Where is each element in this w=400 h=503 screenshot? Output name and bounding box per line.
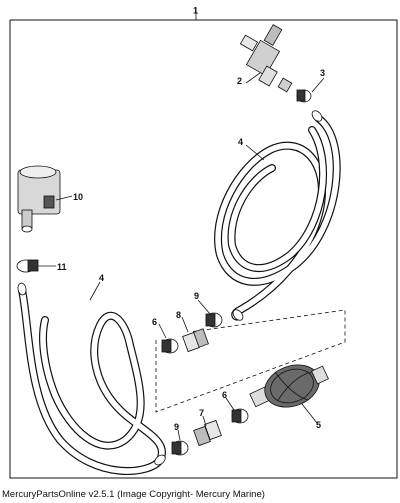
- fuel-connector-part: [239, 24, 293, 93]
- hose-clamp-part-3: [296, 89, 312, 103]
- callout-4-lower: 4: [99, 273, 104, 283]
- copyright-footer: MercuryPartsOnline v2.5.1 (Image Copyrig…: [2, 489, 265, 500]
- hose-clamp-part-9-lower: [171, 440, 189, 456]
- assembly-frame: [9, 8, 398, 479]
- callout-6-lower: 6: [222, 390, 227, 400]
- leader-lines: [38, 72, 325, 441]
- hose-clamp-part-6-lower: [231, 408, 249, 424]
- fuel-hose-upper: [214, 110, 341, 321]
- callout-9-lower: 9: [174, 422, 179, 432]
- callout-6-upper: 6: [152, 317, 157, 327]
- callout-1: 1: [193, 5, 198, 15]
- fitting-part-8: [182, 328, 209, 353]
- primer-bulb-part-5: [249, 364, 329, 408]
- callout-10: 10: [73, 192, 83, 202]
- primer-bulb-group-outline: [155, 309, 346, 413]
- clip-part-11: [16, 259, 39, 273]
- callout-4-upper: 4: [238, 137, 243, 147]
- fitting-part-10: [17, 165, 61, 233]
- callout-2: 2: [237, 76, 242, 86]
- callout-9-upper: 9: [194, 291, 199, 301]
- callout-11: 11: [57, 262, 67, 272]
- fitting-part-7: [193, 419, 222, 447]
- callout-labels: 1 2 3 4 4 5 6 6 7 8 9 9 10 11: [57, 5, 325, 432]
- callout-8: 8: [176, 310, 181, 320]
- callout-5: 5: [316, 420, 321, 430]
- callout-7: 7: [199, 408, 204, 418]
- hose-clamp-part-9-upper: [205, 312, 223, 328]
- hose-clamp-part-6-upper: [161, 338, 179, 354]
- callout-3: 3: [320, 68, 325, 78]
- fuel-hose-lower: [17, 282, 166, 476]
